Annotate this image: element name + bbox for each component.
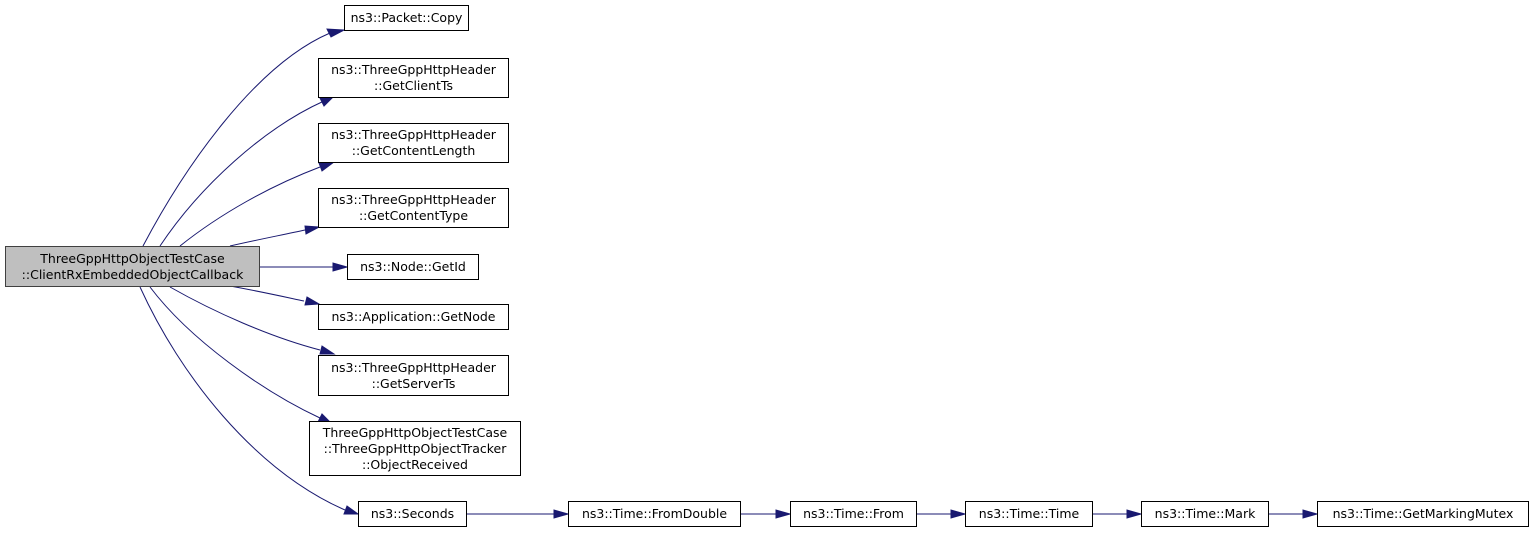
- node-label-line: ::GetClientTs: [374, 78, 453, 93]
- edge-arrowhead: [319, 345, 336, 355]
- node-packet-copy[interactable]: ns3::Packet::Copy: [344, 5, 469, 31]
- node-time-mark[interactable]: ns3::Time::Mark: [1141, 501, 1269, 527]
- edge-root-to-getserverts: [169, 286, 321, 351]
- edge-arrowhead: [304, 225, 321, 235]
- node-get-content-type[interactable]: ns3::ThreeGppHttpHeader ::GetContentType: [318, 188, 509, 228]
- edge-root-to-getcontentlength: [179, 166, 321, 247]
- node-object-received[interactable]: ThreeGppHttpObjectTestCase ::ThreeGppHtt…: [309, 421, 521, 476]
- node-time-from[interactable]: ns3::Time::From: [790, 501, 917, 527]
- node-time-from-double[interactable]: ns3::Time::FromDouble: [568, 501, 741, 527]
- edge-root-to-getnode: [229, 285, 305, 302]
- node-get-server-ts[interactable]: ns3::ThreeGppHttpHeader ::GetServerTs: [318, 355, 509, 396]
- node-application-get-node[interactable]: ns3::Application::GetNode: [318, 304, 509, 330]
- node-label-line: ns3::Time::Mark: [1154, 506, 1256, 521]
- node-label-line: ::ClientRxEmbeddedObjectCallback: [21, 266, 244, 282]
- edge-root-to-seconds: [139, 286, 346, 511]
- node-time-time[interactable]: ns3::Time::Time: [965, 501, 1093, 527]
- node-label-line: ::ThreeGppHttpObjectTracker: [323, 440, 507, 456]
- edge-arrowhead: [343, 505, 360, 515]
- node-label-line: ns3::Time::Time: [978, 506, 1080, 521]
- node-label-line: ::GetServerTs: [371, 375, 456, 391]
- node-label-line: ::GetContentLength: [351, 143, 476, 158]
- node-get-client-ts[interactable]: ns3::ThreeGppHttpHeader ::GetClientTs: [318, 58, 509, 98]
- edge-root-to-copy: [142, 32, 331, 247]
- node-node-get-id[interactable]: ns3::Node::GetId: [347, 254, 479, 280]
- edge-arrowhead: [1126, 509, 1143, 519]
- node-time-get-marking-mutex[interactable]: ns3::Time::GetMarkingMutex: [1317, 501, 1529, 527]
- edge-arrowhead: [326, 28, 346, 38]
- node-label-line: ThreeGppHttpObjectTestCase: [40, 250, 225, 266]
- node-label-line: ::ObjectReceived: [361, 456, 468, 472]
- edge-arrowhead: [332, 262, 349, 272]
- edge-root-to-getclientts: [159, 100, 325, 247]
- node-label-line: ns3::ThreeGppHttpHeader: [331, 62, 496, 77]
- node-label-line: ns3::Node::GetId: [360, 259, 466, 274]
- node-label-line: ns3::ThreeGppHttpHeader: [331, 359, 496, 375]
- edge-arrowhead: [304, 296, 321, 306]
- edge-arrowhead: [318, 161, 336, 172]
- node-get-content-length[interactable]: ns3::ThreeGppHttpHeader ::GetContentLeng…: [318, 123, 509, 163]
- node-label-line: ns3::ThreeGppHttpHeader: [331, 192, 496, 207]
- edge-arrowhead: [1302, 509, 1319, 519]
- node-label-line: ns3::Time::FromDouble: [581, 506, 728, 521]
- edge-arrowhead: [775, 509, 792, 519]
- node-label-line: ns3::Packet::Copy: [350, 10, 463, 25]
- node-label-line: ns3::Time::From: [803, 506, 904, 521]
- edge-root-to-objectreceived: [149, 286, 321, 419]
- node-label-line: ::GetContentType: [358, 208, 469, 223]
- node-label-line: ns3::Time::GetMarkingMutex: [1332, 506, 1514, 521]
- node-label-line: ns3::Application::GetNode: [331, 309, 496, 324]
- node-client-rx-embedded-object-callback: ThreeGppHttpObjectTestCase ::ClientRxEmb…: [5, 246, 260, 287]
- edge-arrowhead: [553, 509, 570, 519]
- node-label-line: ThreeGppHttpObjectTestCase: [322, 424, 508, 440]
- node-label-line: ns3::ThreeGppHttpHeader: [331, 127, 496, 142]
- node-label-line: ns3::Seconds: [370, 506, 455, 521]
- node-seconds[interactable]: ns3::Seconds: [358, 501, 467, 527]
- edge-root-to-getcontenttype: [229, 229, 306, 247]
- edge-arrowhead: [950, 509, 967, 519]
